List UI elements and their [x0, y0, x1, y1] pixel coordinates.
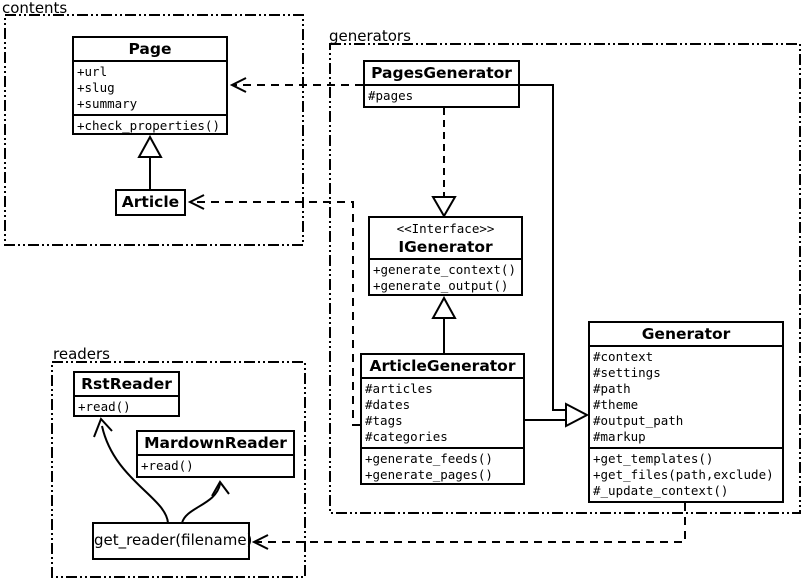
method: +generate_pages() [365, 467, 493, 482]
arrowhead-triangle-page [137, 134, 163, 158]
package-border-readers [51, 361, 306, 578]
package-border-contents [4, 14, 304, 246]
method: +read() [141, 458, 194, 473]
arrowhead-open-page [229, 77, 247, 93]
package-label-generators: generators [329, 27, 411, 45]
attribute: #path [593, 381, 631, 396]
edge-getreader-to-rstreader [101, 425, 169, 524]
attribute: #markup [593, 429, 646, 444]
class-title: Generator [641, 325, 731, 343]
attribute: #output_path [593, 413, 684, 428]
package-border-generators [329, 43, 801, 514]
class-pagesgenerator: PagesGenerator #pages [363, 60, 520, 108]
attribute: #articles [365, 381, 433, 396]
class-igenerator: <<Interface>> IGenerator +generate_conte… [368, 216, 523, 296]
title-compartment: <<Interface>> IGenerator [370, 218, 521, 258]
method: +get_templates() [593, 451, 714, 466]
attribute: +slug [77, 80, 115, 95]
arrowhead-open-rstreader [93, 417, 113, 438]
arrowhead-triangle-igenerator-top [431, 196, 457, 218]
package-label-contents: contents [2, 0, 68, 17]
function-label: get_reader(filename) [94, 531, 253, 549]
attributes-compartment: #articles #dates #tags #categories [362, 377, 523, 447]
method: +generate_context() [373, 262, 516, 277]
class-title: PagesGenerator [371, 64, 512, 82]
edge-pagesgenerator-extends-generator [520, 84, 566, 411]
methods-compartment: +read() [138, 454, 293, 476]
arrowhead-open-getreader [251, 534, 269, 550]
arrowhead-open-article [187, 194, 205, 210]
attributes-compartment: #pages [365, 84, 518, 106]
edge-articlegenerator-uses-article [192, 201, 360, 426]
edge-getreader-to-mardownreader [181, 483, 221, 524]
class-title: Article [121, 193, 180, 211]
method: +read() [78, 399, 131, 414]
arrowhead-open-mardownreader [211, 480, 230, 497]
attribute: #categories [365, 429, 448, 444]
package-label-readers: readers [53, 345, 110, 363]
methods-compartment: +generate_context() +generate_output() [370, 258, 521, 296]
attribute: #dates [365, 397, 411, 412]
methods-compartment: +check_properties() [74, 114, 226, 136]
arrowhead-triangle-igenerator-bottom [431, 295, 457, 319]
method: +check_properties() [77, 118, 220, 133]
edge-generator-uses-getreader [256, 503, 686, 543]
methods-compartment: +read() [75, 395, 178, 417]
class-rstreader: RstReader +read() [73, 371, 180, 417]
class-title: RstReader [81, 375, 172, 393]
class-generator: Generator #context #settings #path #them… [588, 321, 784, 503]
class-page: Page +url +slug +summary +check_properti… [72, 36, 228, 135]
class-title: IGenerator [398, 238, 493, 256]
arrowhead-triangle-generator [565, 402, 590, 428]
attributes-compartment: +url +slug +summary [74, 60, 226, 114]
attribute: #theme [593, 397, 639, 412]
attribute: #pages [368, 88, 414, 103]
attribute: #tags [365, 413, 403, 428]
method: +get_files(path,exclude) [593, 467, 774, 482]
function-get-reader: get_reader(filename) [92, 522, 253, 560]
methods-compartment: +get_templates() +get_files(path,exclude… [590, 447, 782, 501]
attribute: +url [77, 64, 108, 79]
attribute: #context [593, 349, 654, 364]
method: #_update_context() [593, 483, 729, 498]
methods-compartment: +generate_feeds() +generate_pages() [362, 447, 523, 485]
class-title: MardownReader [144, 434, 287, 452]
method: +generate_output() [373, 278, 509, 293]
class-article: Article [115, 189, 186, 216]
stereotype: <<Interface>> [396, 221, 495, 236]
class-mardownreader: MardownReader +read() [136, 430, 295, 478]
attributes-compartment: #context #settings #path #theme #output_… [590, 345, 782, 447]
class-title: Page [128, 40, 172, 58]
class-title: ArticleGenerator [369, 357, 516, 375]
class-articlegenerator: ArticleGenerator #articles #dates #tags … [360, 353, 525, 485]
attribute: #settings [593, 365, 661, 380]
attribute: +summary [77, 96, 138, 111]
method: +generate_feeds() [365, 451, 493, 466]
